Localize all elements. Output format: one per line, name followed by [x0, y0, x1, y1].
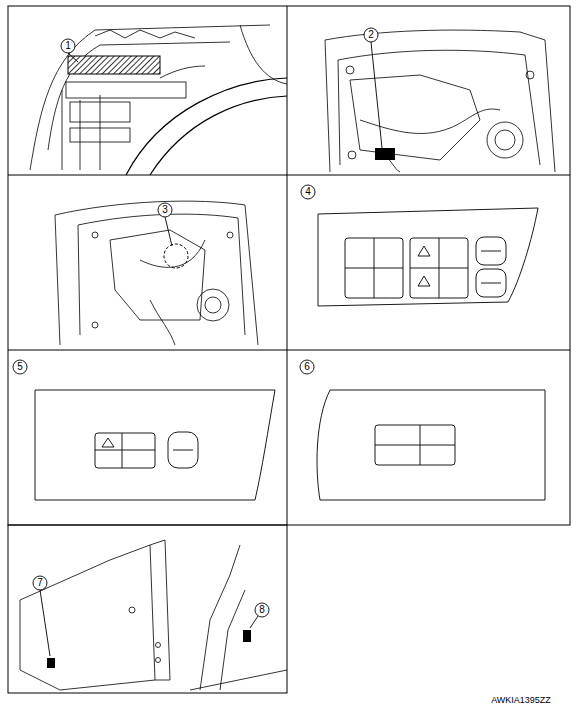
hatched-unit	[68, 56, 160, 74]
pillar-connector	[243, 630, 251, 642]
rear-door-panel	[55, 201, 258, 345]
callout-number: 8	[259, 605, 265, 615]
door-and-pillar	[20, 540, 287, 690]
main-power-window-switch	[318, 208, 538, 306]
callout-number: 7	[37, 578, 43, 588]
door-switch	[47, 658, 55, 668]
callout-number: 3	[162, 205, 168, 215]
front-power-window-switch	[35, 390, 275, 500]
callout-circles	[13, 28, 382, 656]
callout-number: 1	[65, 41, 71, 51]
panel-grid	[8, 6, 570, 693]
figure-code: AWKIA1395ZZ	[491, 695, 551, 705]
instrument-panel	[30, 25, 287, 175]
callout-number: 6	[304, 362, 310, 372]
callout-number: 5	[17, 362, 23, 372]
switch-unit	[375, 148, 395, 160]
hidden-part-outline	[164, 244, 188, 268]
callout-number: 4	[305, 187, 311, 197]
callout-number: 2	[368, 30, 374, 40]
front-door-panel	[325, 30, 555, 172]
rear-power-window-switch	[317, 390, 545, 500]
